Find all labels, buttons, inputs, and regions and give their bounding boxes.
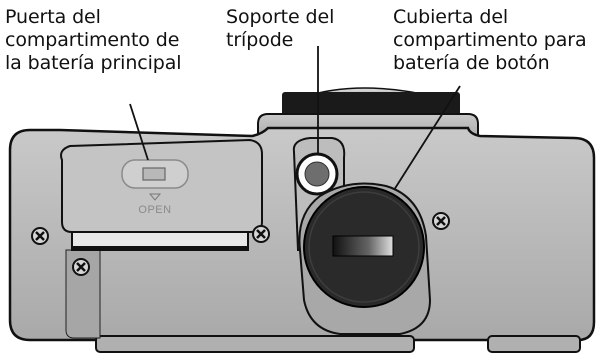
screw-icon <box>72 258 90 276</box>
coin-battery-cover-rim <box>308 191 420 303</box>
door-latch-text: OPEN <box>138 204 171 216</box>
screw-icon <box>432 212 450 230</box>
coin-battery-cover-slot <box>332 235 394 257</box>
callout-battery-door-line-1: Puerta del <box>5 6 101 28</box>
camera-foot-right <box>487 335 581 353</box>
camera-foot-left <box>95 335 415 353</box>
door-latch-slot <box>142 167 166 181</box>
screw-icon <box>31 227 49 245</box>
callout-coin-battery-cover-line-3: batería de botón <box>393 52 550 74</box>
callout-battery-door: Puerta del compartimento de la batería p… <box>5 6 182 75</box>
leader-line-coin-cover <box>393 85 461 191</box>
tripod-mount-socket <box>304 161 330 187</box>
callout-coin-battery-cover: Cubierta del compartimento para batería … <box>393 6 587 75</box>
callout-tripod-mount-line-2: trípode <box>226 29 294 51</box>
callout-coin-battery-cover-line-2: compartimento para <box>393 29 587 51</box>
callout-coin-battery-cover-line-1: Cubierta del <box>393 6 509 28</box>
screw-icon <box>252 225 270 243</box>
leader-line-battery-door <box>129 103 149 161</box>
top-housing-band <box>282 92 460 116</box>
callout-battery-door-line-2: compartimento de <box>5 29 180 51</box>
callout-battery-door-line-3: la batería principal <box>5 52 182 74</box>
callout-tripod-mount: Soporte del trípode <box>226 6 334 52</box>
door-latch-arrow-icon <box>148 193 162 201</box>
callout-tripod-mount-line-1: Soporte del <box>226 6 335 28</box>
